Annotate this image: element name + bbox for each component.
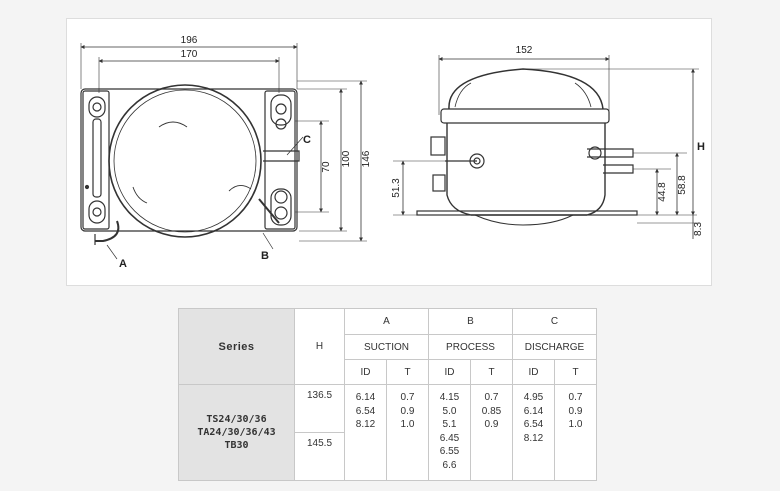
value: 0.9 [484,419,499,430]
dim-70: 70 [321,161,332,173]
dim-152: 152 [516,45,533,56]
series-name: TS24/30/36 [206,414,267,425]
value: 8.12 [523,432,544,444]
technical-drawing: 196 170 70 100 146 C A B [66,18,712,286]
discharge-id-values: 4.95 6.14 6.54 8.12 [512,384,555,481]
discharge-tube [587,148,634,158]
series-name: TB30 [224,440,249,451]
value: 0.7 [484,392,499,403]
discharge-id-header: ID [512,359,555,385]
value: 6.6 [442,459,457,471]
header-row-3: ID T ID T ID T [179,359,597,385]
value: 5.1 [442,419,457,430]
tube-a [95,220,120,242]
value: 0.7 [400,392,415,403]
group-a-name: SUCTION [344,334,429,360]
dim-58-8: 58.8 [677,175,688,195]
value: 0.85 [481,405,502,417]
base-plate-left [80,88,298,232]
value: 6.14 [523,405,544,417]
process-id-header: ID [428,359,471,385]
process-t-values: 0.7 0.85 0.9 [470,384,513,481]
process-id-values: 4.15 5.0 5.1 6.45 6.55 6.6 [428,384,471,481]
label-b: B [261,250,269,262]
shell-body [446,123,606,216]
process-tube [603,164,634,174]
value: 6.54 [523,419,544,430]
value: 0.7 [568,392,583,403]
grommet-bottom-right [270,188,292,226]
value: 5.0 [442,405,457,417]
dim-44-8: 44.8 [657,182,668,202]
spec-table: Series H A B C SUCTION PROCESS DISCHARGE… [178,308,597,481]
value: 0.9 [400,405,415,417]
value: 8.12 [355,419,376,430]
header-row-2: SUCTION PROCESS DISCHARGE [179,334,597,360]
group-b-letter: B [428,308,513,335]
suction-id-values: 6.14 6.54 8.12 [344,384,387,481]
suction-t-values: 0.7 0.9 1.0 [386,384,429,481]
process-t-header: T [470,359,513,385]
grommet-bottom-left [88,200,106,224]
value: 1.0 [400,419,415,430]
dim-51-3: 51.3 [391,178,402,198]
group-b-name: PROCESS [428,334,513,360]
shell-circle [108,84,262,238]
shell-dome [448,68,604,110]
value: 6.55 [439,446,460,457]
value: 6.45 [439,432,460,444]
suction-port [469,153,485,169]
h-value-1: 136.5 [294,384,345,433]
suction-t-header: T [386,359,429,385]
value: 6.54 [355,405,376,417]
base-plate-right [416,210,638,216]
discharge-t-header: T [554,359,597,385]
label-a: A [119,258,127,270]
tube-c [263,150,300,162]
label-c: C [303,134,311,146]
h-value-2: 145.5 [294,432,345,481]
dim-170: 170 [181,49,198,60]
header-row-1: Series H A B C [178,308,597,385]
value: 4.95 [523,392,544,403]
value: 6.14 [355,392,376,403]
value: 0.9 [568,405,583,417]
value: 4.15 [439,392,460,403]
data-row-1: TS24/30/36 TA24/30/36/43 TB30 136.5 6.14… [178,384,597,481]
dim-146: 146 [361,150,372,167]
group-c-letter: C [512,308,597,335]
terminal-box [430,136,446,156]
grommet-top-right [270,94,292,126]
series-name: TA24/30/36/43 [197,427,276,438]
drawing-svg: 196 170 70 100 146 C A B [80,35,705,270]
dim-196: 196 [181,35,198,46]
value: 1.0 [568,419,583,430]
series-header: Series [178,308,295,385]
suction-id-header: ID [344,359,387,385]
group-c-name: DISCHARGE [512,334,597,360]
discharge-t-values: 0.7 0.9 1.0 [554,384,597,481]
label-h: H [697,141,705,153]
right-bracket [264,90,296,230]
series-names-cell: TS24/30/36 TA24/30/36/43 TB30 [178,384,295,481]
right-view [393,55,699,239]
left-view [80,43,367,260]
grommet-top-left [88,96,106,118]
h-header: H [294,308,345,385]
dim-8-3: 8.3 [693,222,704,236]
dim-100: 100 [341,150,352,167]
shell-flange [440,108,610,124]
group-a-letter: A [344,308,429,335]
data-row-2: 145.5 [179,432,597,481]
